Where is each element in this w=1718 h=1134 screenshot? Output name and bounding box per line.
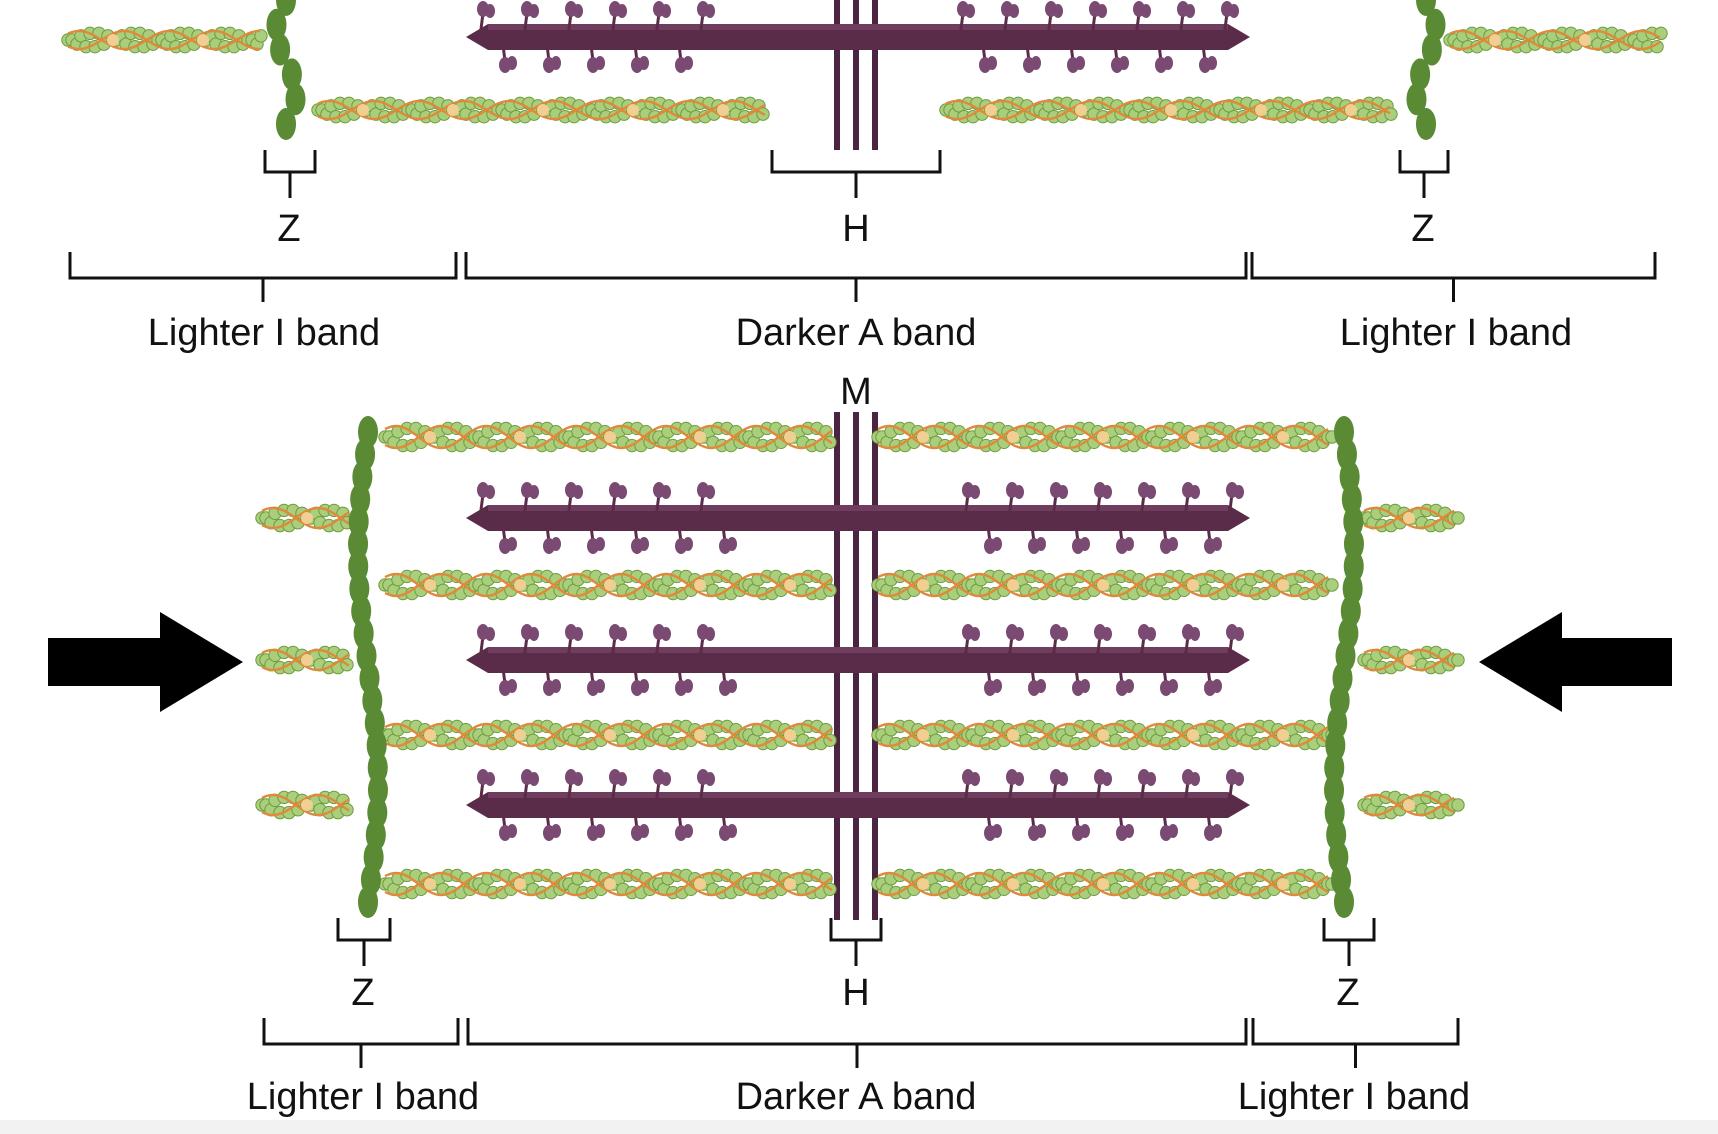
relaxed-z-left-label: Z — [277, 208, 301, 250]
relaxed-z-right-bracket — [1398, 150, 1450, 198]
contracted-h-bracket — [829, 918, 883, 966]
contracted-myosin-filament-1 — [466, 624, 1250, 696]
contracted-actin-outer-right-0 — [1357, 503, 1465, 533]
relaxed-a-band-bracket — [464, 252, 1248, 302]
contracted-a-band-bracket — [466, 1018, 1248, 1068]
contracted-actin-left-2 — [378, 719, 837, 751]
contracted-i-band-left-bracket — [262, 1018, 460, 1068]
relaxed-i-band-right-bracket — [1250, 252, 1657, 302]
relaxed-i-band-left-label: Lighter I band — [147, 312, 381, 354]
contracted-myosin-filament-2 — [466, 769, 1250, 841]
relaxed-z-disc-left — [266, 0, 306, 140]
contracted-actin-outer-left-2 — [255, 790, 354, 820]
contracted-a-band-label: Darker A band — [735, 1076, 977, 1118]
arrow-left-icon — [1479, 612, 1672, 712]
relaxed-actin-right-outer — [1443, 26, 1668, 54]
contracted-actin-right-1 — [871, 569, 1339, 601]
contracted-actin-outer-left-1 — [255, 645, 354, 675]
bottom-strip — [0, 1120, 1718, 1134]
contracted-actin-left-3 — [378, 868, 837, 900]
relaxed-h-zone-label: H — [842, 208, 870, 250]
relaxed-myosin-filament — [466, 1, 1250, 73]
relaxed-a-band-label: Darker A band — [735, 312, 977, 354]
relaxed-m-line-2 — [872, 0, 878, 150]
contracted-i-band-left-label: Lighter I band — [246, 1076, 480, 1118]
relaxed-i-band-left-bracket — [68, 252, 458, 302]
relaxed-actin-left-inner — [311, 96, 770, 124]
contracted-myosin-filament-0 — [466, 482, 1250, 554]
contracted-actin-outer-left-0 — [255, 503, 354, 533]
contracted-actin-right-3 — [871, 868, 1339, 900]
relaxed-actin-right-inner — [939, 96, 1398, 124]
relaxed-actin-left-outer — [61, 26, 268, 54]
relaxed-z-left-bracket — [263, 150, 317, 198]
contracted-actin-left-1 — [378, 569, 837, 601]
contracted-z-right-bracket — [1322, 918, 1376, 966]
arrow-right-icon — [48, 612, 243, 712]
contracted-actin-left-0 — [378, 421, 837, 453]
relaxed-m-line-1 — [853, 0, 859, 150]
contracted-actin-right-2 — [871, 719, 1339, 751]
contracted-h-zone-label: H — [842, 972, 870, 1014]
contracted-z-disc-left — [348, 416, 388, 918]
contracted-i-band-right-label: Lighter I band — [1237, 1076, 1471, 1118]
contracted-actin-outer-right-2 — [1357, 790, 1465, 820]
contracted-actin-outer-right-1 — [1357, 645, 1465, 675]
contracted-actin-right-0 — [871, 421, 1339, 453]
relaxed-m-line-0 — [834, 0, 840, 150]
contracted-z-left-bracket — [336, 918, 392, 966]
contracted-z-disc-right — [1324, 416, 1364, 918]
relaxed-h-bracket — [770, 150, 942, 198]
contracted-m-line-label: M — [840, 371, 872, 413]
relaxed-z-disc-right — [1406, 0, 1446, 140]
relaxed-z-right-label: Z — [1411, 208, 1435, 250]
contracted-i-band-right-bracket — [1251, 1018, 1460, 1068]
relaxed-i-band-right-label: Lighter I band — [1339, 312, 1573, 354]
contracted-z-right-label: Z — [1336, 972, 1360, 1014]
contracted-z-left-label: Z — [351, 972, 375, 1014]
